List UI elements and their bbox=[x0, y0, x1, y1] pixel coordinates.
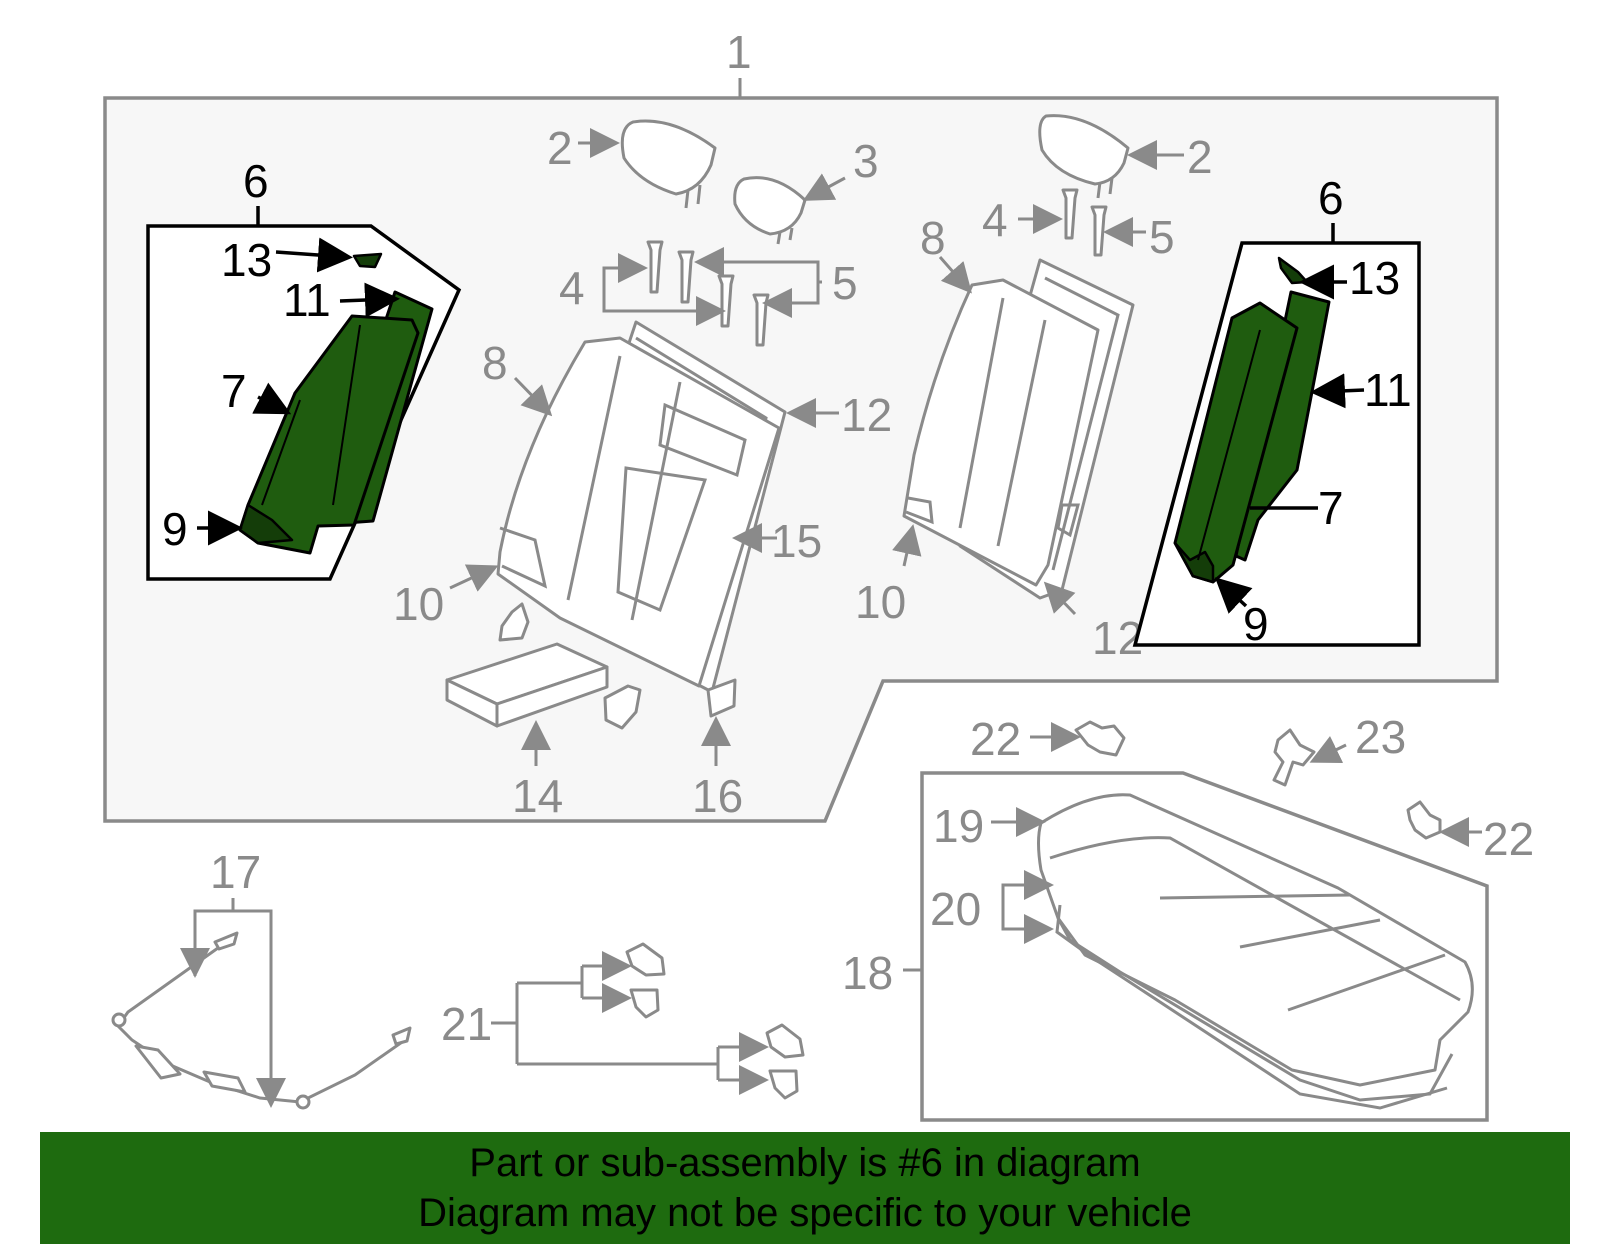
bracket-small-1 bbox=[498, 602, 530, 642]
callout-15: 15 bbox=[771, 515, 822, 567]
headrest-2-left bbox=[620, 119, 717, 209]
callout-12-center: 12 bbox=[841, 389, 892, 441]
pad-14 bbox=[445, 642, 609, 728]
callout-6-left: 6 bbox=[243, 155, 269, 207]
wire-harness-17 bbox=[111, 931, 412, 1110]
callout-10-center: 10 bbox=[393, 578, 444, 630]
callout-17: 17 bbox=[210, 846, 261, 898]
callout-19: 19 bbox=[933, 800, 984, 852]
bracket-16 bbox=[706, 678, 737, 718]
callout-18: 18 bbox=[842, 947, 893, 999]
banner-line-1: Part or sub-assembly is #6 in diagram bbox=[469, 1141, 1141, 1185]
callout-4-center: 4 bbox=[559, 262, 585, 314]
callout-9-right: 9 bbox=[1243, 598, 1269, 650]
callout-5-right: 5 bbox=[1149, 211, 1175, 263]
callout-1: 1 bbox=[726, 26, 752, 78]
callout-14: 14 bbox=[512, 770, 563, 822]
callout-21: 21 bbox=[441, 998, 492, 1050]
callout-22-left: 22 bbox=[970, 713, 1021, 765]
clips-21 bbox=[625, 942, 805, 1100]
headrest-guides-right bbox=[1061, 188, 1108, 257]
bracket-small-2 bbox=[603, 684, 642, 730]
headrest-3 bbox=[733, 176, 807, 245]
callout-16: 16 bbox=[692, 770, 743, 822]
callout-5-center: 5 bbox=[832, 257, 858, 309]
clip-22-left bbox=[1074, 720, 1126, 757]
callout-6-right: 6 bbox=[1318, 172, 1344, 224]
right-side-bolster-part bbox=[1173, 256, 1331, 584]
callout-23: 23 bbox=[1355, 711, 1406, 763]
info-banner: Part or sub-assembly is #6 in diagram Di… bbox=[40, 1132, 1570, 1244]
callout-3: 3 bbox=[853, 135, 879, 187]
left-side-bolster-part bbox=[238, 252, 434, 555]
seat-cushion bbox=[1037, 793, 1474, 1110]
seatback-center bbox=[496, 320, 787, 694]
callout-2-left: 2 bbox=[547, 122, 573, 174]
callout-8-right: 8 bbox=[920, 212, 946, 264]
callout-20: 20 bbox=[930, 883, 981, 935]
banner-line-2: Diagram may not be specific to your vehi… bbox=[418, 1191, 1192, 1235]
callout-9-left: 9 bbox=[162, 503, 188, 555]
callout-11-left: 11 bbox=[283, 274, 331, 326]
callout-4-right: 4 bbox=[982, 194, 1008, 246]
clip-23 bbox=[1272, 728, 1316, 787]
callout-13-left: 13 bbox=[221, 234, 272, 286]
callout-11-right: 11 bbox=[1364, 364, 1412, 416]
callout-22-right: 22 bbox=[1483, 813, 1534, 865]
callout-7-left: 7 bbox=[221, 365, 247, 417]
callout-12-right: 12 bbox=[1092, 612, 1143, 664]
headrest-2-right bbox=[1038, 114, 1130, 199]
callout-7-right: 7 bbox=[1318, 482, 1344, 534]
callout-2-right: 2 bbox=[1187, 131, 1213, 183]
callout-13-right: 13 bbox=[1349, 252, 1400, 304]
callout-10-right: 10 bbox=[855, 576, 906, 628]
clip-22-right bbox=[1406, 800, 1442, 840]
seatback-right bbox=[902, 258, 1135, 600]
callout-8-center: 8 bbox=[482, 337, 508, 389]
